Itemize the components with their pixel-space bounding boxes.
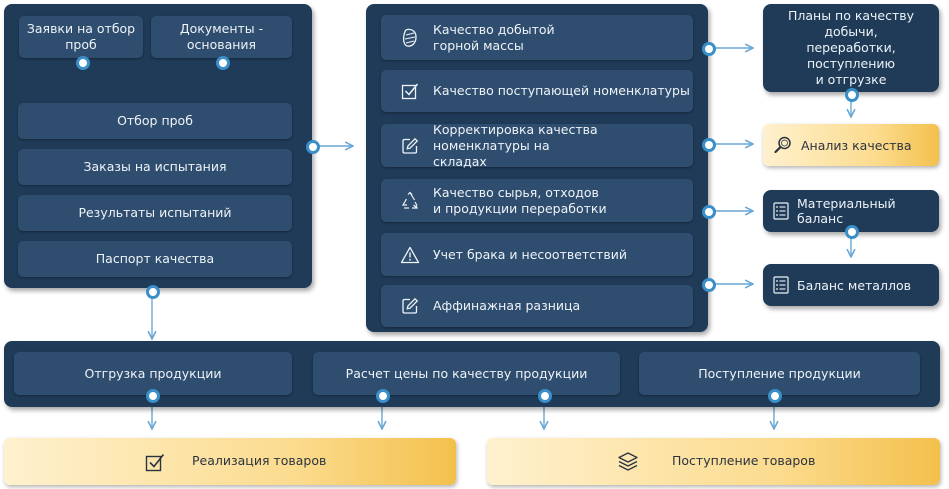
connector-dot	[306, 140, 320, 154]
connector-dot	[376, 389, 390, 403]
material-balance-label: Материальный баланс	[797, 196, 896, 226]
metals-balance-label: Баланс металлов	[797, 277, 911, 293]
connector-dot	[216, 56, 230, 70]
refining-difference-label: Аффинажная разница	[433, 298, 581, 313]
product-shipment-tile[interactable]: Отгрузка продукции	[14, 352, 292, 395]
test-results-tile[interactable]: Результаты испытаний	[18, 195, 292, 231]
product-receipt-label: Поступление продукции	[698, 365, 861, 381]
layers-icon	[617, 451, 639, 473]
warehouse-quality-correction-tile[interactable]: Корректировка качества номенклатуры на с…	[381, 121, 693, 169]
test-orders-tile[interactable]: Заказы на испытания	[18, 149, 292, 185]
goods-receipt-bar[interactable]: Поступление товаров	[487, 438, 940, 485]
metals-balance-box[interactable]: Баланс металлов	[763, 264, 939, 306]
list-icon	[773, 202, 789, 220]
connector-dot	[845, 225, 859, 239]
pencil-icon	[399, 135, 421, 157]
incoming-nomenclature-quality-label: Качество поступающей номенклатуры	[433, 83, 690, 98]
quality-analysis-box[interactable]: Анализ качества	[763, 124, 939, 166]
connector-dot	[146, 389, 160, 403]
quality-analysis-label: Анализ качества	[801, 137, 912, 153]
warehouse-quality-correction-label: Корректировка качества номенклатуры на с…	[433, 121, 598, 169]
connector-dot	[702, 205, 716, 219]
product-receipt-tile[interactable]: Поступление продукции	[639, 352, 920, 395]
sampling-label: Отбор проб	[117, 113, 193, 128]
sample-requests-label: Заявки на отбор проб	[26, 21, 136, 52]
list-icon	[773, 276, 789, 294]
quality-plans-box[interactable]: Планы по качеству добычи, переработки, п…	[763, 4, 939, 92]
connector-dot	[76, 56, 90, 70]
base-documents-label: Документы - основания	[179, 21, 264, 52]
goods-sales-bar[interactable]: Реализация товаров	[4, 438, 456, 485]
ore-icon	[399, 27, 421, 49]
quality-plans-label: Планы по качеству добычи, переработки, п…	[787, 8, 915, 87]
checkbox-icon	[399, 80, 421, 102]
raw-waste-quality-tile[interactable]: Качество сырья, отходов и продукции пере…	[381, 179, 693, 222]
goods-receipt-label: Поступление товаров	[672, 453, 816, 468]
recycle-icon	[399, 190, 421, 212]
product-shipment-label: Отгрузка продукции	[84, 365, 222, 381]
connector-dot	[845, 88, 859, 102]
sample-requests-tile[interactable]: Заявки на отбор проб	[19, 16, 143, 58]
mined-rock-quality-label: Качество добытой горной массы	[433, 21, 555, 53]
pencil-icon	[399, 295, 421, 317]
connector-dot	[702, 278, 716, 292]
raw-waste-quality-label: Качество сырья, отходов и продукции пере…	[433, 184, 607, 216]
price-calculation-label: Расчет цены по качеству продукции	[345, 365, 588, 381]
defects-accounting-tile[interactable]: Учет брака и несоответствий	[381, 233, 693, 276]
connector-dot	[702, 138, 716, 152]
base-documents-tile[interactable]: Документы - основания	[151, 16, 292, 58]
magnifier-icon	[773, 135, 793, 155]
test-orders-label: Заказы на испытания	[83, 159, 227, 174]
connector-dot	[146, 285, 160, 299]
goods-sales-label: Реализация товаров	[192, 453, 327, 468]
incoming-nomenclature-quality-tile[interactable]: Качество поступающей номенклатуры	[381, 70, 693, 112]
quality-passport-tile[interactable]: Паспорт качества	[18, 241, 292, 277]
warning-icon	[399, 244, 421, 266]
connector-dot	[768, 389, 782, 403]
quality-passport-label: Паспорт качества	[95, 251, 215, 266]
price-calculation-tile[interactable]: Расчет цены по качеству продукции	[313, 352, 620, 395]
checkbox-icon	[145, 452, 165, 472]
refining-difference-tile[interactable]: Аффинажная разница	[381, 285, 693, 327]
test-results-label: Результаты испытаний	[78, 205, 232, 220]
mined-rock-quality-tile[interactable]: Качество добытой горной массы	[381, 15, 693, 60]
connector-dot	[702, 42, 716, 56]
defects-accounting-label: Учет брака и несоответствий	[433, 246, 627, 262]
sampling-tile[interactable]: Отбор проб	[18, 103, 292, 139]
connector-dot	[538, 389, 552, 403]
